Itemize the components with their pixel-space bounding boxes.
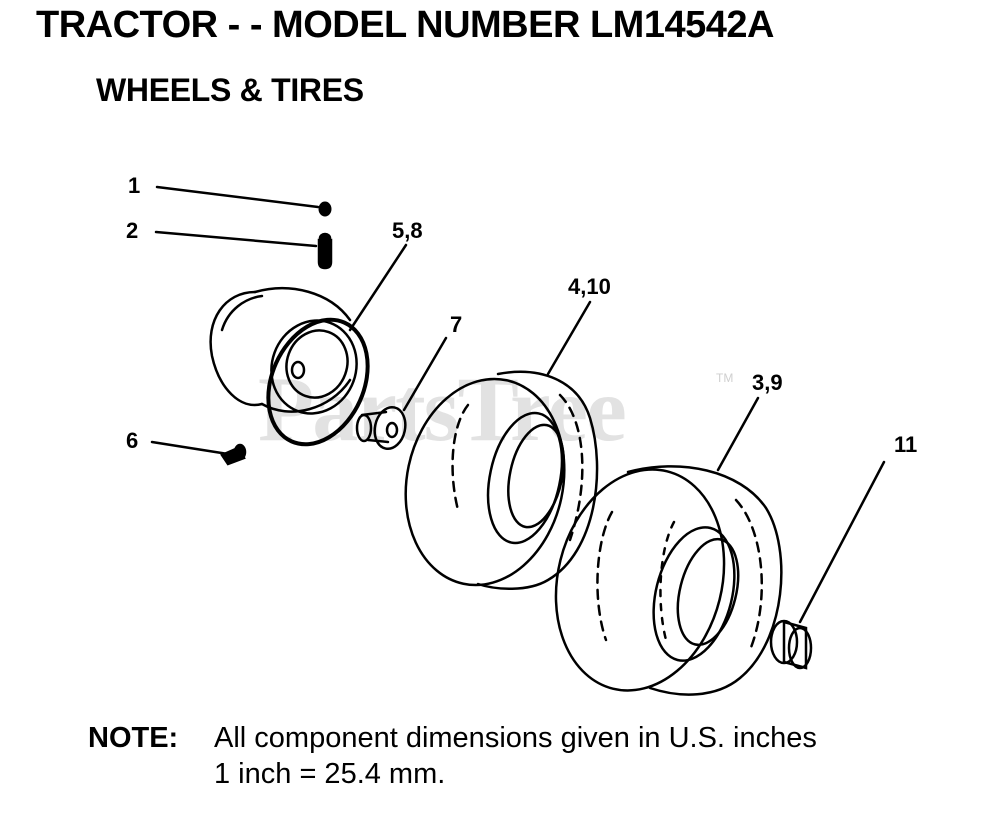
rear-tire-part xyxy=(554,465,783,696)
note-line-1: All component dimensions given in U.S. i… xyxy=(214,722,817,754)
wheel-rim-part xyxy=(209,286,358,415)
callout-1: 1 xyxy=(128,173,140,198)
leader-line-6 xyxy=(150,440,230,456)
valve-stem-part xyxy=(317,232,333,270)
callout-6: 6 xyxy=(126,428,138,453)
leader-line-7 xyxy=(402,336,448,412)
leader-line-11 xyxy=(798,460,886,624)
note-line-2: 1 inch = 25.4 mm. xyxy=(214,758,446,790)
screw-part xyxy=(220,443,247,466)
page-title: TRACTOR - - MODEL NUMBER LM14542A xyxy=(36,4,774,46)
front-tire-part xyxy=(404,370,599,591)
callout-11: 11 xyxy=(894,432,917,457)
note-label: NOTE: xyxy=(88,722,179,754)
callout-3-9: 3,9 xyxy=(752,370,783,395)
leader-line-3-9 xyxy=(716,396,760,472)
leader-lines xyxy=(150,185,886,624)
callout-2: 2 xyxy=(126,218,138,243)
bushing-part xyxy=(355,405,407,451)
leader-line-5-8 xyxy=(348,243,408,332)
leader-line-4-10 xyxy=(546,300,592,376)
valve-cap-part xyxy=(318,201,332,217)
o-ring-part xyxy=(266,317,370,447)
leader-line-1 xyxy=(155,185,320,209)
leader-line-2 xyxy=(154,230,318,248)
callout-5-8: 5,8 xyxy=(392,218,423,243)
callout-labels: 1 2 5,8 4,10 7 6 3,9 11 xyxy=(126,173,917,457)
page-subtitle: WHEELS & TIRES xyxy=(96,72,364,108)
callout-7: 7 xyxy=(450,312,462,337)
hub-cap-part xyxy=(769,619,813,670)
callout-4-10: 4,10 xyxy=(568,274,611,299)
watermark-trademark: TM xyxy=(716,371,733,385)
